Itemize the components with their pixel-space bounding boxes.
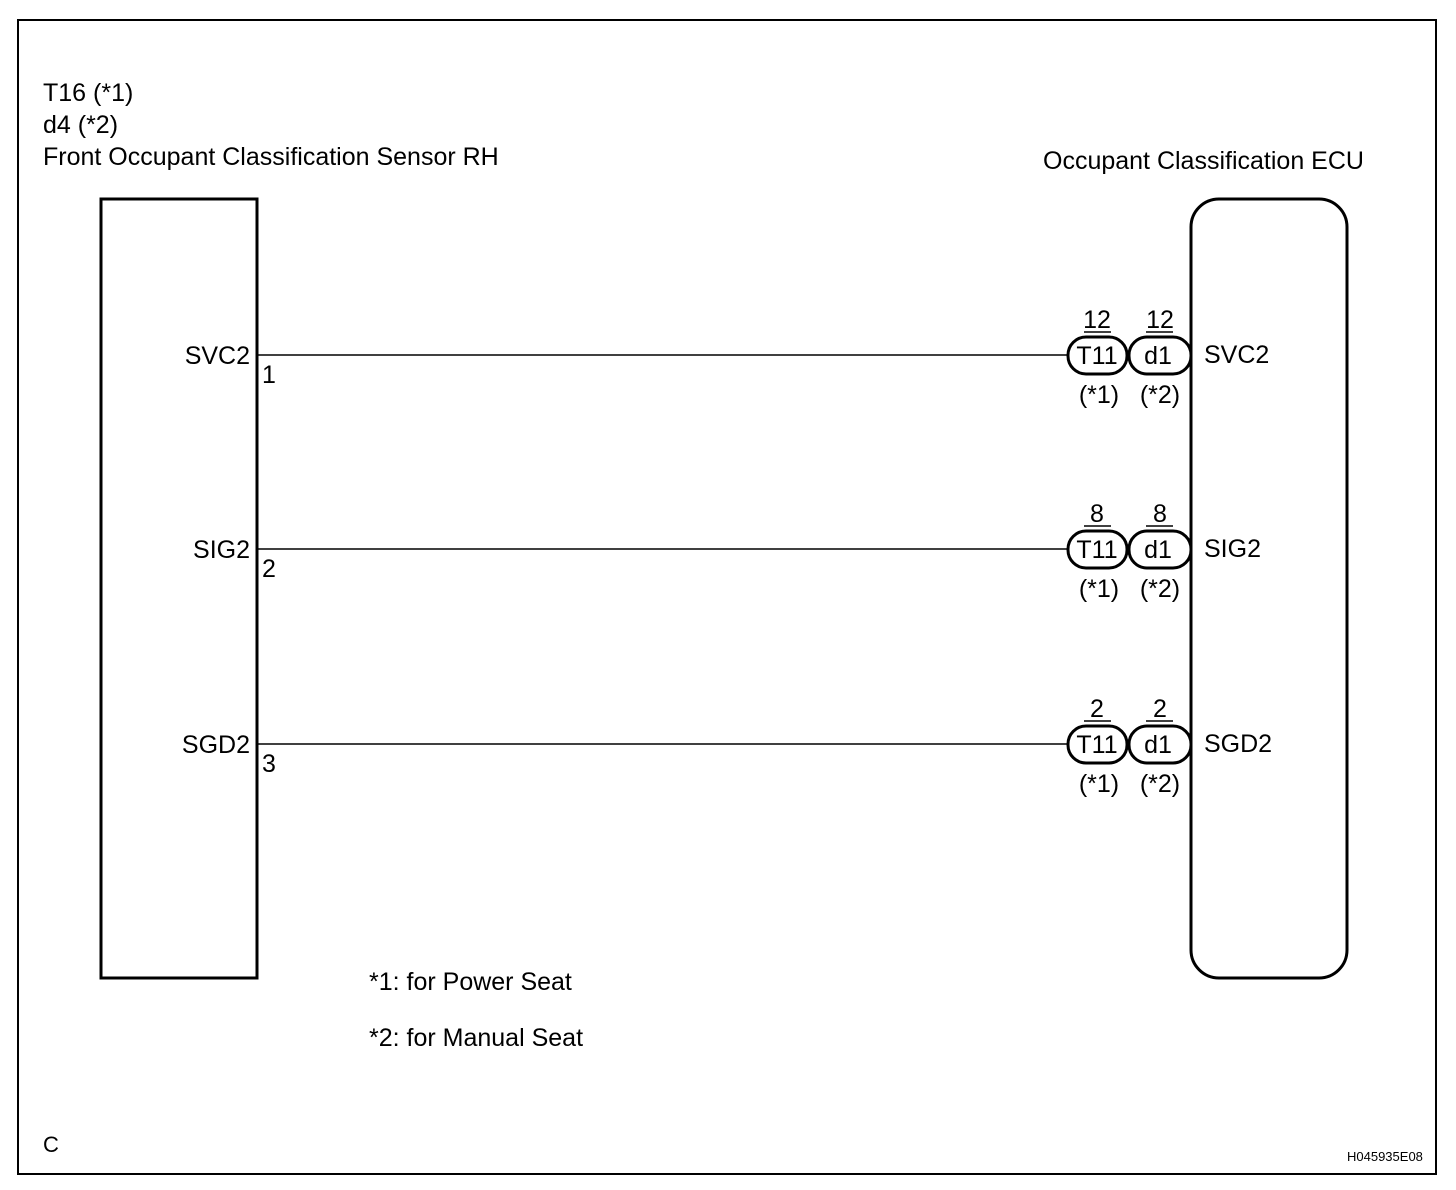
left-component-name: Front Occupant Classification Sensor RH: [43, 143, 499, 171]
right-pin-label: SIG2: [1204, 535, 1261, 563]
connector-d1-name: d1: [1144, 342, 1172, 370]
left-pin-number: 2: [262, 555, 276, 583]
corner-label: C: [43, 1132, 59, 1157]
note-manual-seat: *2: for Manual Seat: [369, 1024, 584, 1052]
right-pin-label: SVC2: [1204, 341, 1269, 369]
connector-d1-shape: [1127, 335, 1193, 376]
connector-t11-note: (*1): [1079, 575, 1119, 603]
left-connector-b-label: d4 (*2): [43, 111, 119, 139]
right-component-box: [1189, 197, 1349, 980]
left-pin-number: 1: [262, 361, 276, 389]
connector-t11-pin: 12: [1083, 306, 1111, 334]
left-pin-label: SVC2: [185, 342, 250, 370]
connector-d1-name: d1: [1144, 731, 1172, 759]
wire-2: SIG2 2 T11 8 (*1) d1 8 (*2) SIG2: [193, 500, 1261, 603]
connector-t11-pin: 8: [1090, 500, 1104, 528]
connector-d1-pin: 8: [1153, 500, 1167, 528]
left-pin-label: SGD2: [182, 731, 250, 759]
wire-3: SGD2 3 T11 2 (*1) d1 2 (*2) SGD2: [182, 695, 1272, 798]
connector-d1-note: (*2): [1140, 575, 1180, 603]
connector-d1-pin: 12: [1146, 306, 1174, 334]
left-pin-number: 3: [262, 750, 276, 778]
connector-t11-shape: [1066, 335, 1129, 376]
connector-d1-pin: 2: [1153, 695, 1167, 723]
connector-t11-name: T11: [1076, 731, 1117, 759]
figure-id: H045935E08: [1347, 1149, 1423, 1164]
connector-t11-shape: [1066, 724, 1129, 765]
diagram-frame: [17, 19, 1437, 1175]
left-connector-a-label: T16 (*1): [43, 79, 134, 107]
connector-t11-name: T11: [1076, 342, 1117, 370]
note-power-seat: *1: for Power Seat: [369, 968, 572, 996]
connector-d1-note: (*2): [1140, 770, 1180, 798]
connector-t11-shape: [1066, 529, 1129, 570]
left-component-box: [99, 197, 259, 980]
connector-t11-note: (*1): [1079, 381, 1119, 409]
connector-d1-shape: [1127, 724, 1193, 765]
right-pin-label: SGD2: [1204, 730, 1272, 758]
connector-t11-note: (*1): [1079, 770, 1119, 798]
wire-1: SVC2 1 T11 12 (*1) d1 12 (*2) SVC2: [185, 306, 1270, 409]
right-component-name: Occupant Classification ECU: [1043, 147, 1364, 175]
connector-t11-name: T11: [1076, 536, 1117, 564]
connector-d1-note: (*2): [1140, 381, 1180, 409]
left-pin-label: SIG2: [193, 536, 250, 564]
connector-d1-shape: [1127, 529, 1193, 570]
connector-t11-pin: 2: [1090, 695, 1104, 723]
connector-d1-name: d1: [1144, 536, 1172, 564]
